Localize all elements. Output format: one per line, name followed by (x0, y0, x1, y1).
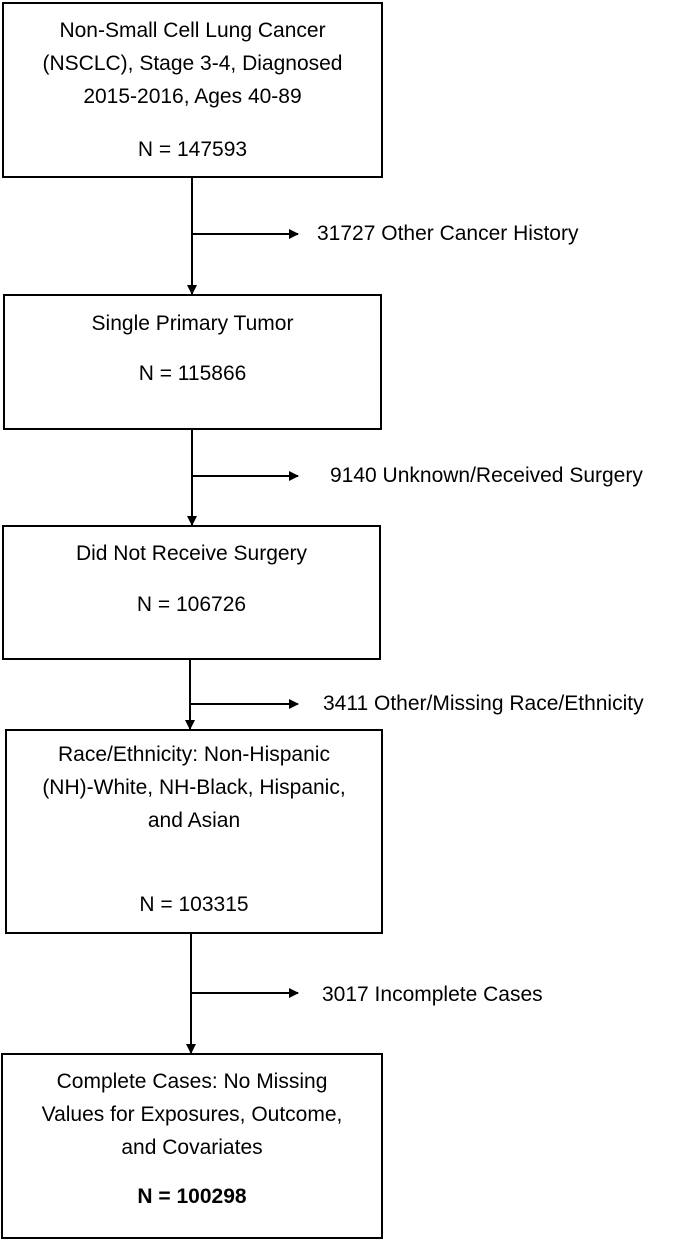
box-count: N = 106726 (136, 593, 247, 616)
box-title: Single Primary Tumor (91, 312, 294, 335)
box-title: Complete Cases: No Missing Values for Ex… (41, 1070, 343, 1159)
box-count: N = 103315 (139, 893, 249, 916)
exclusion-label: 3017 Incomplete Cases (322, 983, 543, 1006)
flow-box-race-ethnicity: Race/Ethnicity: Non-Hispanic (NH)-White,… (5, 729, 383, 934)
exclusion-label: 3411 Other/Missing Race/Ethnicity (323, 692, 644, 715)
flow-box-complete-cases: Complete Cases: No Missing Values for Ex… (1, 1053, 383, 1239)
box-title: Non-Small Cell Lung Cancer (NSCLC), Stag… (42, 19, 343, 108)
box-count: N = 115866 (138, 362, 247, 385)
box-title: Did Not Receive Surgery (75, 542, 308, 565)
box-count: N = 147593 (137, 138, 248, 161)
box-title: Race/Ethnicity: Non-Hispanic (NH)-White,… (42, 743, 346, 832)
flow-box-single-primary-tumor: Single Primary Tumor N = 115866 (3, 294, 382, 430)
box-count: N = 100298 (137, 1185, 247, 1208)
flow-box-initial-cohort: Non-Small Cell Lung Cancer (NSCLC), Stag… (2, 2, 383, 178)
exclusion-label: 9140 Unknown/Received Surgery (330, 464, 643, 487)
flow-box-no-surgery: Did Not Receive Surgery N = 106726 (2, 525, 381, 660)
exclusion-label: 31727 Other Cancer History (317, 222, 579, 245)
